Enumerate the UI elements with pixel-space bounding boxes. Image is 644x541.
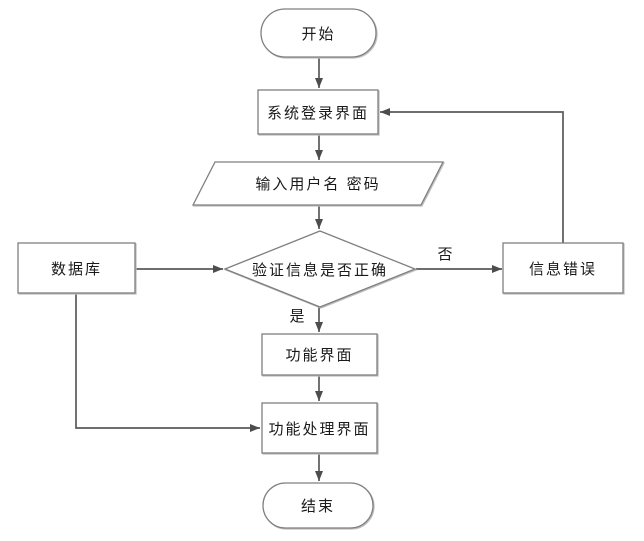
- start-terminator-shape: [260, 8, 377, 58]
- database-process-shape: [17, 242, 136, 294]
- login-screen-process-shape: [257, 89, 379, 135]
- edge-error-back-to-login: [380, 108, 564, 243]
- function-process-screen-process-shape: [261, 402, 378, 454]
- info-error-process-shape: [502, 242, 624, 294]
- end-terminator-shape: [262, 482, 374, 529]
- edge-database-to-funcprocess: [75, 293, 260, 432]
- verify-info-decision-diamond-shape: [223, 230, 417, 308]
- input-credentials-parallelogram-shape: [191, 161, 445, 206]
- function-screen-process-shape: [261, 333, 378, 376]
